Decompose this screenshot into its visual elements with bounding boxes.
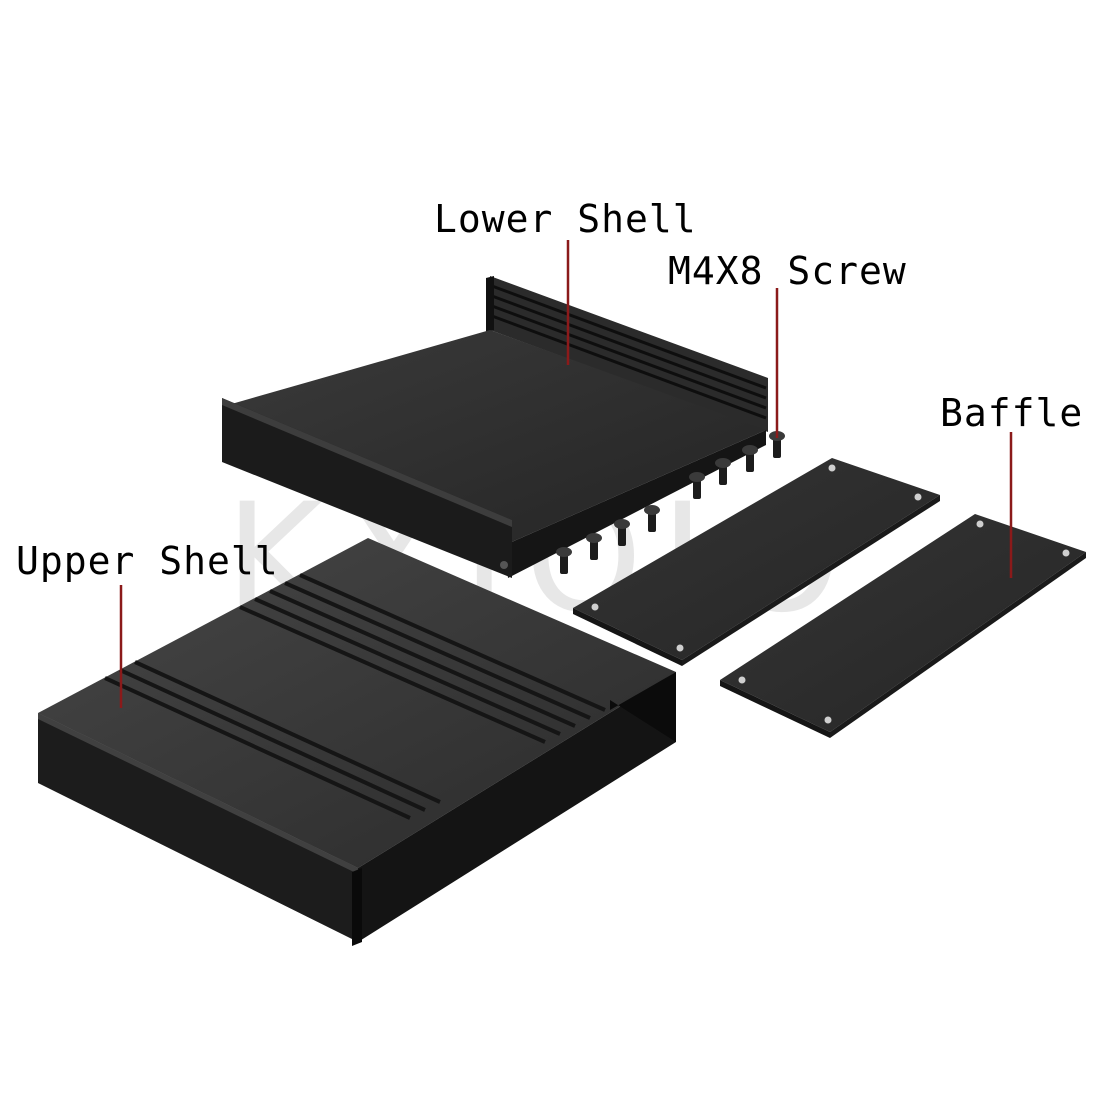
screw-set: [556, 431, 785, 574]
screw-icon: [644, 505, 660, 532]
screw-icon: [614, 519, 630, 546]
baffle-panel-back: [720, 514, 1086, 738]
lower-shell-label: Lower Shell: [434, 197, 697, 241]
upper-shell: [38, 538, 676, 946]
screw-icon: [715, 458, 731, 485]
screw-icon: [769, 431, 785, 458]
screw-label: M4X8 Screw: [668, 249, 907, 293]
upper-shell-label: Upper Shell: [16, 539, 279, 583]
baffle-panel-front: [573, 458, 940, 666]
screw-icon: [689, 472, 705, 499]
screw-icon: [586, 533, 602, 560]
screw-icon: [742, 445, 758, 472]
leader-lines: [119, 240, 1013, 708]
lower-shell: [222, 276, 768, 578]
screw-icon: [556, 547, 572, 574]
baffle-label: Baffle: [940, 391, 1084, 435]
